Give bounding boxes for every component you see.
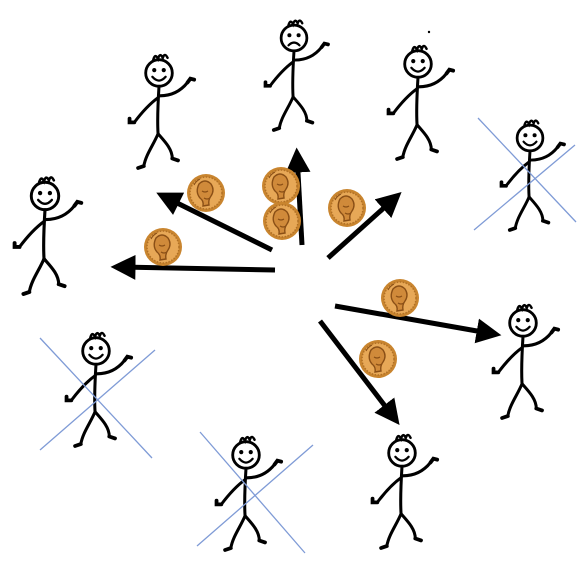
coin-icon: [359, 340, 397, 378]
figures: [15, 21, 564, 550]
coin-icon: [262, 167, 300, 205]
stick-figure-icon: [217, 437, 282, 550]
coin-icon: [144, 228, 182, 266]
stick-figure-icon: [15, 177, 82, 294]
stick-figure-icon: [130, 55, 195, 168]
coin-icon: [187, 174, 225, 212]
coins: [144, 167, 419, 378]
stick-figure-icon: [389, 46, 454, 159]
cross-marks: [40, 118, 576, 553]
arrows: [118, 155, 494, 419]
coin-icon: [381, 279, 419, 317]
coin-icon: [263, 202, 301, 240]
stray-dot: [428, 31, 430, 33]
arrow-to-left: [118, 267, 275, 270]
coin-icon: [328, 189, 366, 227]
stick-figure-icon: [67, 333, 132, 446]
stick-figure-icon: [265, 21, 328, 130]
stick-figure-icon: [373, 435, 438, 548]
stick-figure-icon: [494, 305, 559, 418]
